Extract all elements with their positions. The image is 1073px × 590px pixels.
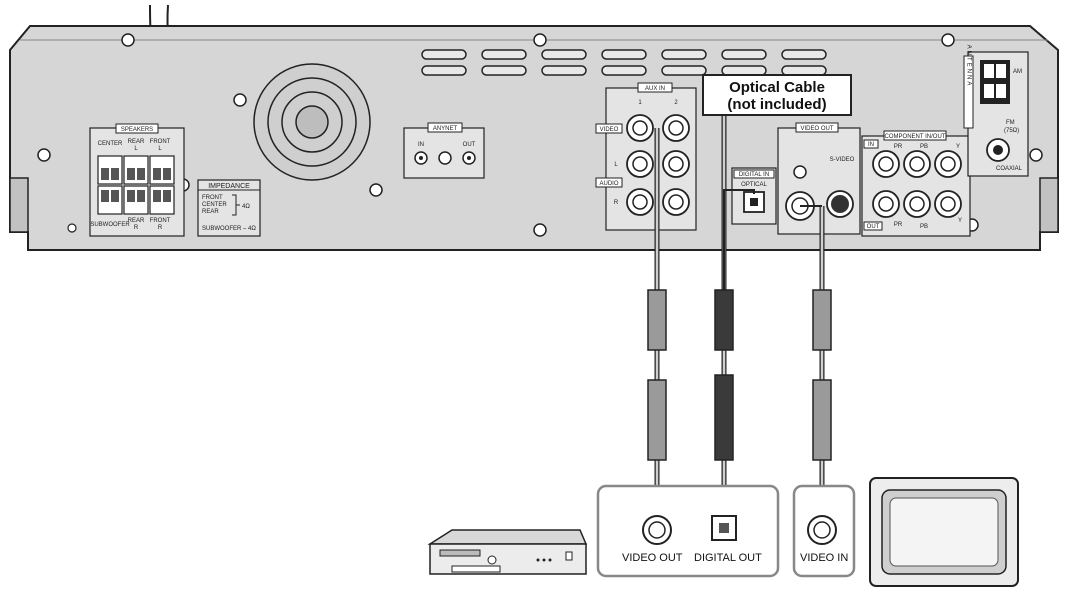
impedance-rear: REAR (202, 209, 219, 215)
impedance-front: FRONT (202, 195, 223, 201)
antenna-coaxial-label: COAXIAL (996, 166, 1023, 172)
callout-line2: (not included) (727, 96, 827, 113)
video-out-label: VIDEO OUT (622, 552, 683, 564)
svideo-label: S-VIDEO (830, 157, 855, 163)
antenna-title: ANTENNA (966, 45, 972, 88)
component-pr-bottom: PR (894, 222, 903, 228)
cooling-fan (253, 63, 371, 181)
digital-in-sub: OPTICAL (741, 182, 767, 188)
aux-video-label: VIDEO (600, 127, 619, 133)
component-pb-bottom: PB (920, 224, 928, 230)
optical-cable (714, 98, 755, 525)
component-y-bottom: Y (958, 218, 962, 224)
video-cable-out (800, 205, 832, 530)
aux-r-label: R (614, 200, 619, 206)
optical-cable-callout: Optical Cable (not included) (702, 74, 852, 116)
television-illustration (869, 477, 1019, 587)
speakers-center-label: CENTER (98, 141, 123, 147)
component-pb-top: PB (920, 144, 928, 150)
component-out-label: OUT (867, 224, 880, 230)
digital-in-title: DIGITAL IN (739, 172, 769, 178)
video-in-label: VIDEO IN (800, 552, 849, 564)
anynet-out-label: OUT (463, 142, 476, 148)
speakers-rear-r-sub: R (134, 225, 139, 231)
receiver-rear-panel: SPEAKERS CENTER REAR L FRONT L SUBWOOFER… (9, 25, 1059, 251)
component-pr-top: PR (894, 144, 903, 150)
impedance-label-block: IMPEDANCE FRONT CENTER REAR 4Ω SUBWOOFER… (197, 179, 261, 237)
speakers-front-r-sub: R (158, 225, 163, 231)
aux-in-title: AUX IN (645, 86, 665, 92)
aux-in-block: AUX IN 1 2 VIDEO AUDIO L R (595, 82, 697, 231)
impedance-ohm: 4Ω (242, 204, 250, 210)
speakers-rear-r-label: REAR (128, 218, 145, 224)
antenna-am-label: AM (1013, 69, 1022, 75)
vent-slots (421, 49, 827, 76)
component-in-out-block: COMPONENT IN/OUT IN OUT PR PB Y PR PB Y (861, 130, 971, 237)
aux-l-label: L (614, 162, 618, 168)
impedance-title: IMPEDANCE (208, 183, 250, 190)
aux-in-ch2: 2 (674, 100, 678, 106)
video-cable-aux (647, 128, 667, 530)
antenna-block: ANTENNA AM FM (75Ω) COAXIAL (963, 45, 1029, 177)
speakers-rear-l-label: REAR (128, 139, 145, 145)
anynet-block: ANYNET IN OUT (403, 122, 485, 179)
anynet-in-label: IN (418, 142, 424, 148)
speakers-rear-l-sub: L (134, 146, 138, 152)
callout-line1: Optical Cable (729, 79, 825, 96)
video-out-block: VIDEO OUT S-VIDEO (777, 122, 861, 235)
speakers-terminal-block: SPEAKERS CENTER REAR L FRONT L SUBWOOFER… (89, 123, 185, 237)
anynet-title: ANYNET (433, 126, 458, 132)
antenna-fm-label: FM (1006, 120, 1015, 126)
impedance-subwoofer: SUBWOOFER – 4Ω (202, 226, 256, 232)
speakers-front-l-label: FRONT (150, 139, 171, 145)
aux-audio-label: AUDIO (599, 181, 618, 187)
dvd-player-jack-panel (596, 484, 780, 578)
speakers-title: SPEAKERS (121, 127, 153, 133)
video-out-title: VIDEO OUT (800, 126, 833, 132)
speakers-subwoofer-label: SUBWOOFER (90, 222, 130, 228)
digital-in-block: DIGITAL IN OPTICAL (731, 167, 777, 225)
aux-in-ch1: 1 (638, 100, 642, 106)
component-in-label: IN (868, 142, 874, 148)
impedance-center: CENTER (202, 202, 227, 208)
antenna-fm-ohm: (75Ω) (1004, 128, 1019, 134)
component-title: COMPONENT IN/OUT (885, 134, 946, 140)
tv-jack-panel (792, 484, 856, 578)
speakers-front-r-label: FRONT (150, 218, 171, 224)
speakers-front-l-sub: L (158, 146, 162, 152)
dvd-player-illustration (427, 529, 588, 575)
component-y-top: Y (956, 144, 960, 150)
digital-out-label: DIGITAL OUT (694, 552, 762, 564)
